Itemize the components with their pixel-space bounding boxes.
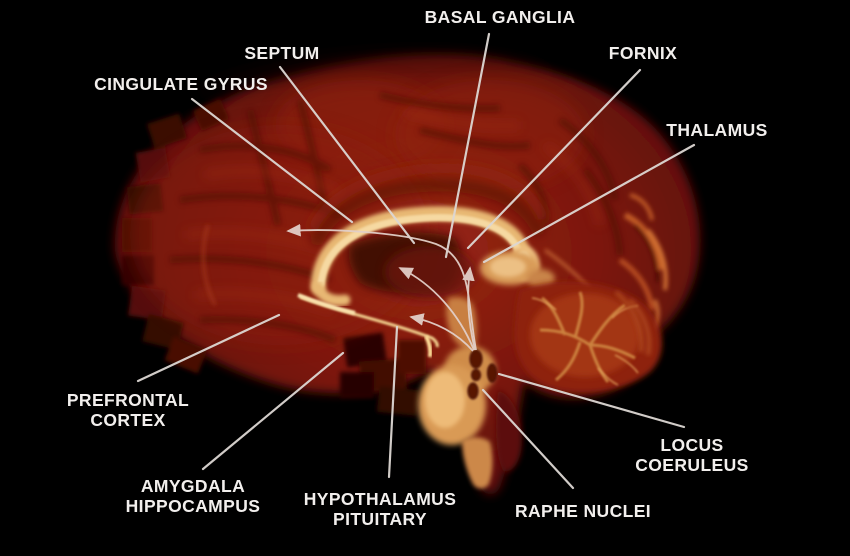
projection-arrow-septum <box>398 267 475 351</box>
leader-line-fornix <box>466 68 642 250</box>
projection-arrow-hypothalamus <box>409 313 474 352</box>
label-locus-coeruleus: LOCUS COERULEUS <box>635 435 749 475</box>
leader-line-cingulate-gyrus <box>190 97 354 224</box>
leader-line-amygdala-hippocampus <box>201 351 345 471</box>
occipital-gyri <box>544 193 668 334</box>
cerebellum <box>514 281 662 392</box>
gyri-texture <box>184 107 605 317</box>
leader-line-locus-coeruleus <box>497 372 686 429</box>
label-fornix: FORNIX <box>608 43 678 63</box>
label-cingulate-gyrus: CINGULATE GYRUS <box>94 74 268 94</box>
leader-line-hypothalamus-pituitary <box>387 325 399 479</box>
fornix-streak <box>297 293 439 358</box>
label-prefrontal-cortex: PREFRONTAL CORTEX <box>66 390 190 430</box>
septal-region-shade <box>385 246 475 298</box>
brainstem <box>418 296 522 489</box>
locus-coeruleus-raphe-nuclei <box>467 349 497 400</box>
label-thalamus: THALAMUS <box>666 120 768 140</box>
arbor-vitae <box>539 291 636 383</box>
projection-arrow-frontal-cortex <box>286 223 477 351</box>
leader-line-septum <box>278 65 416 245</box>
label-hypothalamus-pituitary: HYPOTHALAMUS PITUITARY <box>303 489 457 529</box>
label-raphe-nuclei: RAPHE NUCLEI <box>514 501 652 521</box>
cingulate-band <box>307 162 549 248</box>
projection-arrow-thalamus <box>462 266 476 351</box>
label-basal-ganglia: BASAL GANGLIA <box>424 7 576 27</box>
label-septum: SEPTUM <box>244 43 320 63</box>
leader-line-raphe-nuclei <box>481 388 575 490</box>
leader-line-thalamus <box>482 143 696 264</box>
leader-line-prefrontal-cortex <box>136 313 281 383</box>
leader-line-basal-ganglia <box>444 32 491 259</box>
label-amygdala-hippocampus: AMYGDALA HIPPOCAMPUS <box>125 476 261 516</box>
